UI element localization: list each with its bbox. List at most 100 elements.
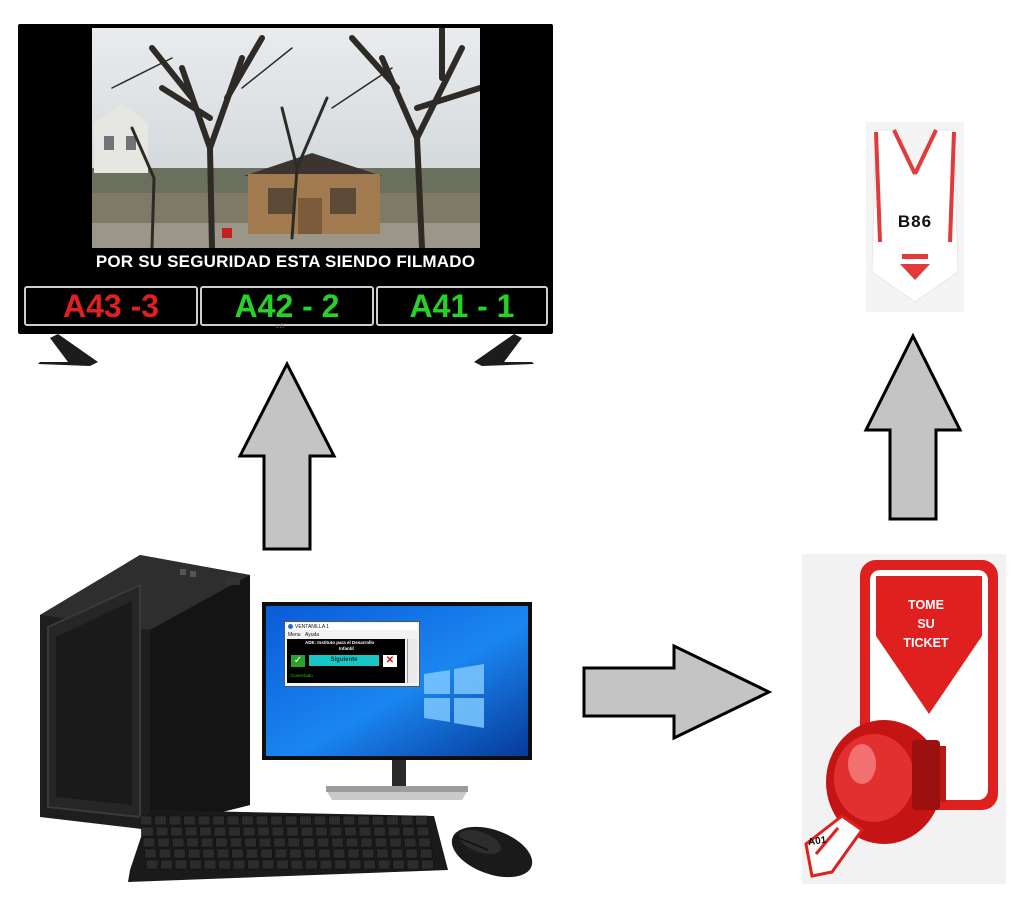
keyboard-key xyxy=(287,837,301,848)
security-camera-feed xyxy=(92,28,480,248)
keyboard-key xyxy=(415,815,428,826)
keyboard-key xyxy=(228,826,241,837)
keyboard-key xyxy=(232,859,246,870)
keyboard-key xyxy=(260,848,273,859)
keyboard-key xyxy=(406,859,420,870)
keyboard-key xyxy=(363,859,376,870)
keyboard-key xyxy=(290,859,304,870)
keyboard-key xyxy=(361,848,375,859)
keyboard-key xyxy=(154,815,167,826)
keyboard-key xyxy=(231,848,244,859)
keyboard-key xyxy=(242,826,256,837)
organization-name-line-2: Infantil xyxy=(339,646,354,651)
queue-slot-label: A43 -3 xyxy=(62,287,160,324)
keyboard-key xyxy=(158,848,172,859)
ticket-software-window[interactable]: VENTANILLA 1 Menu Ayuda ADE: Instituto p… xyxy=(284,621,420,687)
keyboard-key xyxy=(200,837,214,848)
keyboard-key xyxy=(329,826,343,837)
keyboard-key xyxy=(160,859,173,870)
keyboard-key xyxy=(313,815,327,826)
keyboard-key xyxy=(276,859,289,870)
keyboard-key xyxy=(332,848,346,859)
keyboard-key xyxy=(244,837,257,848)
keyboard-key xyxy=(142,837,156,848)
organization-name: ADE: Instituto para el Desarrollo xyxy=(305,640,375,645)
keyboard-key xyxy=(186,837,199,848)
keyboard-key xyxy=(261,859,275,870)
keyboard-key xyxy=(386,815,399,826)
computer-tower xyxy=(40,555,250,830)
keyboard-key xyxy=(303,848,317,859)
keyboard-key xyxy=(274,848,288,859)
keyboard-key xyxy=(171,837,185,848)
app-title-bar: VENTANILLA 1 xyxy=(287,623,417,630)
keyboard-key xyxy=(373,826,386,837)
keyboard-key xyxy=(371,815,385,826)
keyboard-key xyxy=(216,848,230,859)
keyboard-key xyxy=(183,815,196,826)
computer-mouse xyxy=(451,826,533,878)
keyboard-key xyxy=(247,859,260,870)
keyboard-key xyxy=(334,859,347,870)
keyboard-key xyxy=(299,815,312,826)
keyboard-key xyxy=(331,837,344,848)
keyboard-key xyxy=(174,859,188,870)
arrow-right-to-dispenser xyxy=(582,643,773,741)
keyboard-key xyxy=(376,848,389,859)
ticket-number: B86 xyxy=(897,212,933,231)
keyboard-key xyxy=(348,859,362,870)
television-display: POR SU SEGURIDAD ESTA SIENDO FILMADO A43… xyxy=(18,24,553,334)
keyboard-key xyxy=(245,848,259,859)
menu-item-menu[interactable]: Menu xyxy=(288,632,301,638)
keyboard-key xyxy=(258,837,272,848)
keyboard-key xyxy=(418,837,431,848)
tv-stand-right xyxy=(474,334,534,366)
keyboard-key xyxy=(390,848,404,859)
queue-slot-label: A41 - 1 xyxy=(409,287,515,324)
menu-item-help[interactable]: Ayuda xyxy=(305,632,320,638)
keyboard-key xyxy=(241,815,254,826)
keyboard-key xyxy=(344,826,357,837)
next-button[interactable]: Siguiente xyxy=(309,655,379,666)
keyboard-key xyxy=(286,826,299,837)
keyboard-key xyxy=(168,815,182,826)
keyboard-key xyxy=(421,859,434,870)
keyboard-key xyxy=(318,848,331,859)
keyboard-key xyxy=(155,826,169,837)
keyboard-key xyxy=(316,837,330,848)
app-icon xyxy=(288,624,293,629)
keyboard-key xyxy=(139,815,153,826)
queue-slot-label: A42 - 2 xyxy=(234,287,340,324)
connection-status: Conectado xyxy=(291,673,313,678)
keyboard-key xyxy=(319,859,333,870)
keyboard-key xyxy=(357,815,370,826)
keyboard-key xyxy=(405,848,418,859)
keyboard-key xyxy=(374,837,388,848)
keyboard-key xyxy=(271,826,285,837)
take-ticket-line-1: TOME xyxy=(908,598,944,612)
confirm-check-icon[interactable]: ✓ xyxy=(291,655,305,667)
take-ticket-line-2: SU xyxy=(917,617,935,631)
keyboard-key xyxy=(284,815,298,826)
keyboard-key xyxy=(302,837,315,848)
keyboard-key xyxy=(203,859,217,870)
take-ticket-sign: TOME SU TICKET xyxy=(876,596,976,653)
tv-brand-logo: LG xyxy=(276,324,285,330)
cancel-x-icon[interactable]: ✕ xyxy=(383,655,397,667)
queue-slot-3: A41 - 1 xyxy=(376,286,548,326)
keyboard-key xyxy=(389,837,402,848)
keyboard-key xyxy=(342,815,356,826)
keyboard-key xyxy=(387,826,401,837)
arrow-up-to-tv xyxy=(237,360,337,551)
keyboard-key xyxy=(419,848,433,859)
keyboard-key xyxy=(213,826,227,837)
keyboard-key xyxy=(273,837,286,848)
keyboard-key xyxy=(199,826,212,837)
keyboard-key xyxy=(144,848,157,859)
keyboard-key xyxy=(416,826,430,837)
keyboard-key xyxy=(328,815,341,826)
keyboard-key xyxy=(358,826,372,837)
keyboard-key xyxy=(360,837,373,848)
keyboard-key xyxy=(218,859,231,870)
keyboard-key xyxy=(229,837,243,848)
